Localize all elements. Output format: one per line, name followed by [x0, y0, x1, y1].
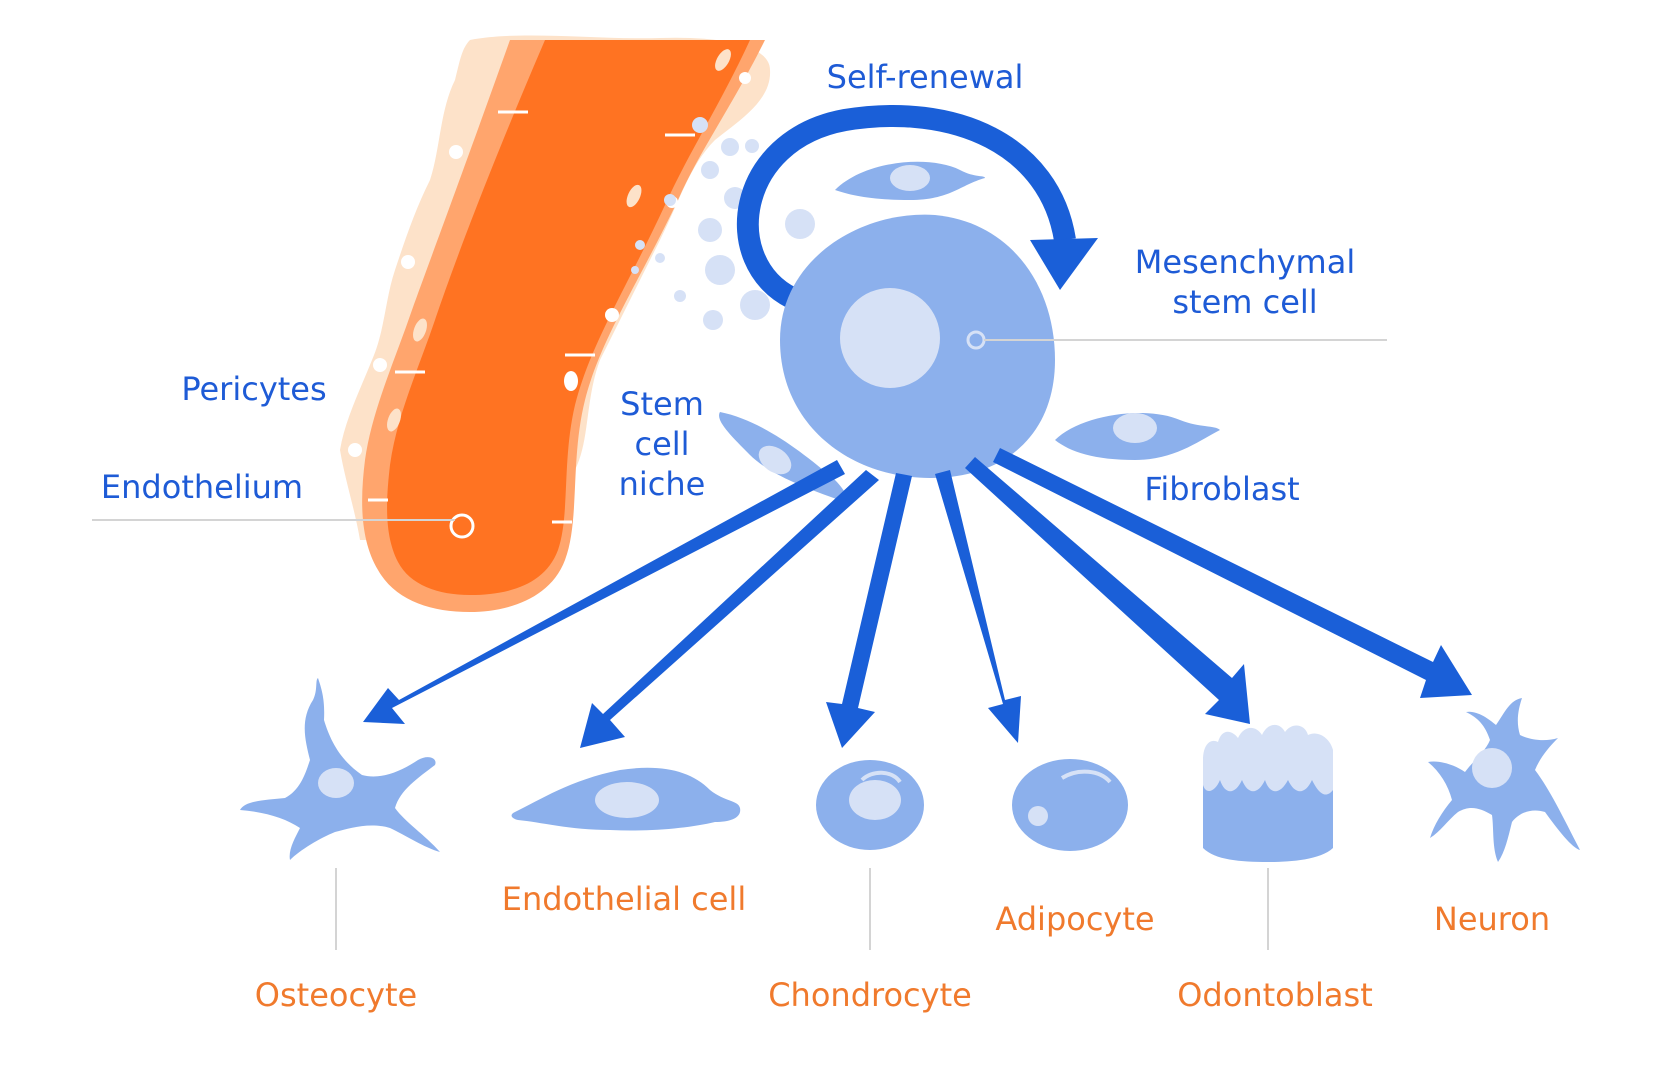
- leader-lines: [92, 519, 1269, 950]
- odontoblast-label: Odontoblast: [1177, 976, 1373, 1014]
- labels: Self-renewal Mesenchymal stem cell Fibro…: [101, 58, 1550, 1014]
- osteocyte-cell: [240, 678, 440, 860]
- adipocyte-label: Adipocyte: [995, 900, 1154, 938]
- arrow-to-odontoblast: [965, 457, 1250, 724]
- arrow-to-chondrocyte: [826, 473, 912, 748]
- fibroblast-cell: [1055, 412, 1220, 460]
- niche-label-line2: cell: [634, 425, 689, 463]
- osteocyte-label: Osteocyte: [255, 976, 417, 1014]
- arrow-to-neuron: [993, 448, 1472, 698]
- neuron-cell: [1428, 698, 1580, 862]
- niche-label-line1: Stem: [620, 385, 704, 423]
- self-renewal-label: Self-renewal: [827, 58, 1024, 96]
- endothelial-cell: [511, 767, 741, 831]
- niche-particles: [631, 117, 815, 330]
- endothelium-marker: [449, 513, 475, 539]
- chondrocyte-label: Chondrocyte: [768, 976, 972, 1014]
- niche-label-line3: niche: [619, 465, 706, 503]
- self-renewal-arrow: [736, 105, 1098, 308]
- msc-label-line2: stem cell: [1172, 283, 1317, 321]
- fibroblast-label: Fibroblast: [1144, 470, 1299, 508]
- neuron-label: Neuron: [1434, 900, 1550, 938]
- arrow-to-adipocyte: [935, 470, 1021, 743]
- endothelial-cell-label: Endothelial cell: [502, 880, 746, 918]
- mesenchymal-stem-cell: [780, 214, 1387, 478]
- arrow-to-osteocyte: [363, 460, 845, 724]
- endothelium-label: Endothelium: [101, 468, 303, 506]
- arrow-to-endothelial: [580, 470, 879, 748]
- blood-vessel: [340, 35, 771, 612]
- differentiation-arrows: [363, 448, 1472, 748]
- endothelium-layer: [387, 40, 750, 595]
- small-fibroblast: [835, 161, 985, 200]
- pericytes-label: Pericytes: [181, 370, 326, 408]
- chondrocyte-cell: [816, 760, 924, 850]
- odontoblast-cell: [1203, 724, 1333, 862]
- msc-label-line1: Mesenchymal: [1135, 243, 1355, 281]
- adipocyte-cell: [1012, 759, 1128, 851]
